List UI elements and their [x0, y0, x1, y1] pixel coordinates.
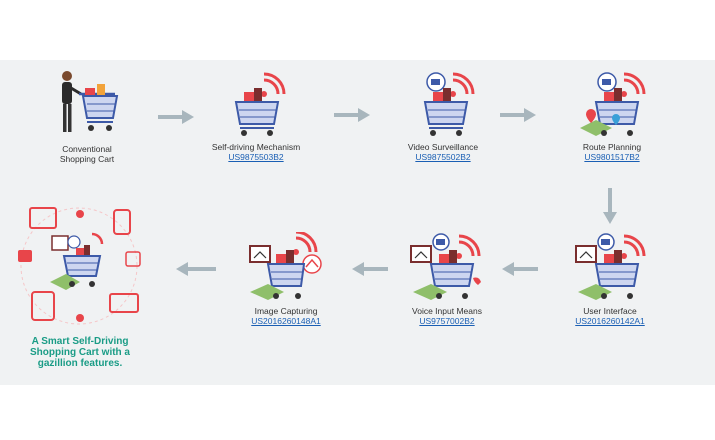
- smart-cart-image-icon: [249, 232, 322, 300]
- grid-icon: [125, 251, 141, 267]
- step-conventional-cart: Conventional Shopping Cart: [17, 68, 157, 164]
- step-label: Self-driving Mechanism: [211, 142, 301, 152]
- step-label: Voice Input Means: [412, 306, 482, 316]
- step-label: Route Planning: [582, 142, 642, 152]
- arrow-right-icon: [334, 108, 370, 122]
- location-icon: [76, 210, 84, 218]
- tablet-icon: [31, 291, 55, 321]
- step-label: Video Surveillance: [407, 142, 479, 152]
- patent-link[interactable]: US2016260148A1: [251, 316, 321, 326]
- patent-link[interactable]: US9801517B2: [584, 152, 640, 162]
- step-image-capturing: Image Capturing US2016260148A1: [216, 232, 356, 326]
- smart-cart-map-icon: [580, 72, 646, 136]
- tagline-line: gazillion features.: [37, 358, 123, 369]
- step-route-planning: Route Planning US9801517B2: [542, 70, 682, 162]
- step-label: User Interface: [583, 306, 637, 316]
- settings-icon: [76, 314, 84, 322]
- tagline: A Smart Self-Driving Shopping Cart with …: [20, 336, 140, 369]
- phone-icon: [113, 209, 131, 235]
- smart-cart-screen-icon: [575, 233, 646, 300]
- arrow-left-icon: [352, 262, 388, 276]
- patent-link[interactable]: US9757002B2: [419, 316, 475, 326]
- chat-icon: [18, 250, 32, 262]
- step-self-driving: Self-driving Mechanism US9875503B2: [186, 70, 326, 162]
- patent-link[interactable]: US9875502B2: [415, 152, 471, 162]
- tagline-line: A Smart Self-Driving: [31, 336, 129, 347]
- step-video-surveillance: Video Surveillance US9875502B2: [373, 70, 513, 162]
- step-voice-input: Voice Input Means US9757002B2: [377, 232, 517, 326]
- monitor-icon: [29, 207, 57, 229]
- patent-link[interactable]: US2016260142A1: [575, 316, 645, 326]
- arrow-right-icon: [158, 110, 194, 124]
- feature-cluster-illustration: [18, 207, 141, 325]
- person-with-cart-icon: [62, 71, 119, 132]
- step-user-interface: User Interface US2016260142A1: [540, 232, 680, 326]
- arrow-left-icon: [176, 262, 216, 276]
- tagline-line: Shopping Cart with a: [30, 347, 130, 358]
- step-label: Conventional: [62, 144, 112, 154]
- smart-cart-camera-icon: [423, 72, 475, 136]
- arrow-right-icon: [500, 108, 536, 122]
- patent-link[interactable]: US9875503B2: [228, 152, 284, 162]
- laptop-icon: [109, 293, 139, 313]
- arrow-left-icon: [502, 262, 538, 276]
- smart-cart-voice-icon: [410, 233, 481, 300]
- step-label: Image Capturing: [254, 306, 318, 316]
- step-label-line2: Shopping Cart: [59, 154, 115, 164]
- arrow-down-icon: [603, 188, 617, 224]
- smart-cart-wifi-icon: [234, 72, 286, 136]
